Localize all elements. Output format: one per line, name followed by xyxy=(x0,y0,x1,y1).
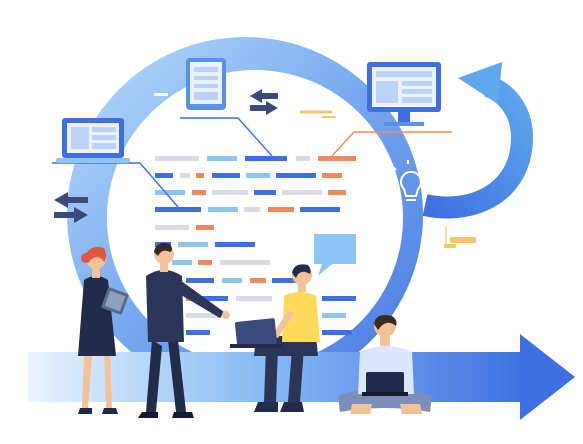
swap-arrows-icon xyxy=(54,192,88,223)
lightbulb-icon xyxy=(392,160,426,201)
swap-arrows-icon xyxy=(250,89,278,115)
man-cross-legged-with-laptop xyxy=(338,315,432,414)
task-lines xyxy=(155,156,356,335)
progress-arrow-icon xyxy=(28,334,575,420)
man-sitting-with-laptop xyxy=(230,264,320,412)
monitor-icon xyxy=(367,62,441,126)
chat-bubble-icon xyxy=(314,234,356,276)
woman-with-tablet xyxy=(78,247,129,414)
refresh-arrow-icon xyxy=(422,62,533,219)
man-in-suit-pointing xyxy=(138,243,230,418)
sticky-note-icon xyxy=(444,226,476,248)
laptop-icon xyxy=(56,118,130,163)
tablet-icon xyxy=(154,58,226,110)
